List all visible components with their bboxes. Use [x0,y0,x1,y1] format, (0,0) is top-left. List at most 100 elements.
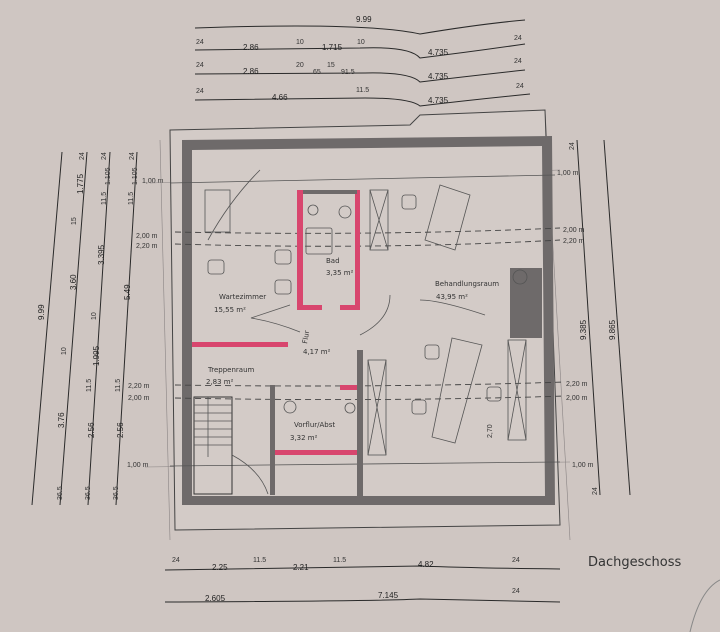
height-label: 2,20 m [566,381,588,388]
dim-label: 1.715 [322,43,343,52]
height-label: 1,00 m [557,170,579,177]
dim-label: 11.5 [333,557,346,564]
inner-dimension: 2,70 [487,424,494,438]
dim-label: 24 [512,557,520,564]
dim-label: 24 [196,88,204,95]
height-label: 1,00 m [572,462,594,469]
dim-label: 24 [196,62,204,69]
dim-label: 10 [61,347,68,355]
dim-label: 2.86 [243,67,259,76]
height-label: 2,00 m [136,233,158,240]
dim-label: 2.25 [212,563,228,572]
room-name: Flur [301,330,311,345]
dim-label: 24 [79,152,86,160]
door-swing [250,304,301,333]
bottom-dimensions: 24 2.25 11.5 2.21 11.5 4.82 24 2.605 7.1… [164,557,561,603]
dim-label: 11.5 [356,87,369,94]
dim-label: 1.105 [132,167,139,185]
dim-label: 24 [129,152,136,160]
height-markers-left: 1,00 m 2,00 m 2,20 m 2,20 m 2,00 m 1,00 … [127,178,164,469]
dim-label: 11.5 [128,192,135,205]
room-area: 2,83 m² [206,378,234,386]
dim-label: 2.56 [116,422,125,438]
height-label: 2,20 m [563,238,585,245]
dim-label: 1.105 [105,167,112,185]
dim-label: 24 [172,557,180,564]
dim-label: 9.99 [356,15,372,24]
dim-label: 24 [514,35,522,42]
dim-label: 4.735 [428,72,449,81]
room-name: Treppenraum [207,366,255,374]
dim-label: 20 [296,62,304,69]
dim-label: 9.385 [579,319,588,340]
right-dimensions: 24 9.385 24 9.865 1,00 m 2,00 m 2,20 m 2… [557,139,631,496]
dim-label: 24 [514,58,522,65]
dim-label: 24 [512,588,520,595]
floor-title: Dachgeschoss [588,555,681,570]
top-dimensions: 9.99 24 2.86 10 1.715 10 4.735 24 24 2.8… [194,15,531,107]
dim-label: 15 [71,217,78,225]
door-swing [359,294,391,336]
staircase [193,396,269,495]
dim-label: 1.775 [76,173,85,194]
dim-label: 2.21 [293,563,309,572]
dim-label: 7.145 [378,591,399,600]
dim-label: 24 [196,39,204,46]
dim-label: 36.5 [57,486,64,500]
room-area: 3,32 m² [290,434,318,442]
room-labels: Wartezimmer 15,55 m² Bad 3,35 m² Flur 4,… [206,257,499,442]
dim-label: 24 [569,142,576,150]
dim-label: 65 [313,69,321,76]
dim-label: 5.49 [123,284,132,300]
height-label: 2,20 m [136,243,158,250]
dim-label: 1.995 [92,345,101,366]
dim-label: 91.5 [341,69,355,76]
dim-label: 4.735 [428,48,449,57]
dim-label: 36.5 [113,486,120,500]
dim-label: 4.66 [272,93,288,102]
dim-label: 3.76 [57,412,66,428]
dim-label: 2.605 [205,594,226,603]
dim-label: 10 [91,312,98,320]
dim-label: 2.86 [243,43,259,52]
dim-label: 11.5 [253,557,266,564]
height-label: 2,20 m [128,383,150,390]
dim-label: 11.5 [86,379,93,392]
treatment-table [431,337,483,444]
dim-label: 36.5 [85,486,92,500]
dim-label: 9.865 [608,319,617,340]
building [169,109,566,531]
dim-label: 9.99 [37,304,46,320]
window-x [369,189,389,251]
sink [307,204,319,216]
height-label: 1,00 m [142,178,164,185]
toilet [338,205,352,219]
left-dimensions: 9.99 24 1.775 15 3.60 10 3.76 36.5 24 11… [31,151,139,506]
stamp-edge [689,579,720,632]
toilet [283,400,297,414]
sink [344,402,356,414]
bed [204,189,231,233]
treatment-table [424,184,471,251]
height-label: 2,00 m [566,395,588,402]
room-area: 43,95 m² [436,293,468,301]
room-area: 15,55 m² [214,306,246,314]
height-label: 1,00 m [127,462,149,469]
dim-label: 24 [101,152,108,160]
room-name: Behandlungsraum [435,280,499,288]
dim-label: 24 [516,83,524,90]
room-area: 4,17 m² [303,348,331,356]
dim-label: 15 [327,62,335,69]
room-name: Wartezimmer [219,293,266,301]
dim-label: 3.395 [97,244,106,265]
shower [305,227,333,255]
dim-label: 11.5 [101,192,108,205]
dim-label: 24 [592,487,599,495]
dim-label: 3.60 [69,274,78,290]
dim-label: 2.56 [87,422,96,438]
dim-label: 11.5 [115,379,122,392]
room-name: Bad [326,257,340,265]
dim-label: 4.82 [418,560,434,569]
height-label: 2,00 m [563,227,585,234]
